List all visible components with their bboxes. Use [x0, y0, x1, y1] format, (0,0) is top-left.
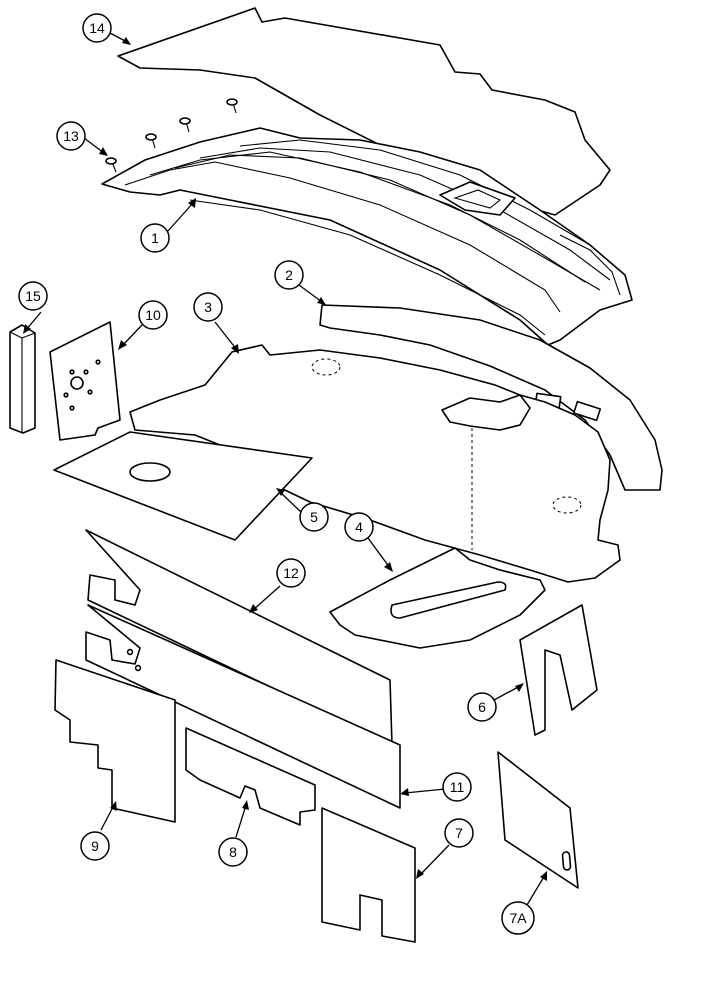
callout-10-label: 10	[145, 307, 161, 323]
part-9-notched-pad	[54, 659, 176, 823]
callout-5: 5	[299, 502, 329, 532]
callout-15: 15	[18, 281, 48, 311]
part-13-screws	[105, 98, 238, 173]
part-6-u-pad	[519, 604, 598, 736]
part-7a-slotted-pad	[497, 751, 579, 889]
callout-4: 4	[344, 512, 374, 542]
callout-2: 2	[274, 260, 304, 290]
callout-6-label: 6	[478, 699, 486, 715]
callout-7-label: 7	[455, 825, 463, 841]
callout-13-label: 13	[63, 128, 79, 144]
part-10-perforated-plate	[49, 321, 121, 441]
callout-4-label: 4	[355, 519, 363, 535]
callout-5-label: 5	[310, 509, 318, 525]
callout-12: 12	[276, 558, 306, 588]
callout-12-label: 12	[283, 565, 299, 581]
leader-lines	[23, 32, 547, 906]
callout-14: 14	[82, 13, 112, 43]
part-4-slotted-panel	[329, 547, 546, 649]
callout-9-label: 9	[91, 838, 99, 854]
callout-15-label: 15	[25, 288, 41, 304]
callout-6: 6	[467, 692, 497, 722]
callout-13: 13	[56, 121, 86, 151]
callout-7: 7	[444, 818, 474, 848]
callout-7a-label: 7A	[509, 910, 527, 926]
part-1-headliner-shell	[101, 127, 633, 346]
callout-14-label: 14	[89, 20, 105, 36]
callout-7a: 7A	[501, 901, 535, 935]
part-5-floor-pad	[53, 431, 313, 541]
part-11-long-panel	[85, 604, 401, 809]
callout-8: 8	[218, 837, 248, 867]
callout-8-label: 8	[229, 844, 237, 860]
part-15-foam-block	[9, 324, 36, 434]
part-3-main-panel	[129, 344, 621, 583]
part-12-long-panel	[85, 529, 393, 746]
callout-9: 9	[80, 831, 110, 861]
part-14-top-insulation-pad	[117, 7, 611, 216]
part-7-u-pad	[321, 807, 416, 943]
callout-1-label: 1	[151, 230, 159, 246]
callout-11-label: 11	[450, 779, 465, 795]
callout-1: 1	[140, 223, 170, 253]
callout-3: 3	[193, 292, 223, 322]
callout-3-label: 3	[204, 299, 212, 315]
part-8-notched-strip	[185, 727, 316, 826]
callout-2-label: 2	[285, 267, 293, 283]
callout-10: 10	[138, 300, 168, 330]
callout-11: 11	[442, 772, 472, 802]
